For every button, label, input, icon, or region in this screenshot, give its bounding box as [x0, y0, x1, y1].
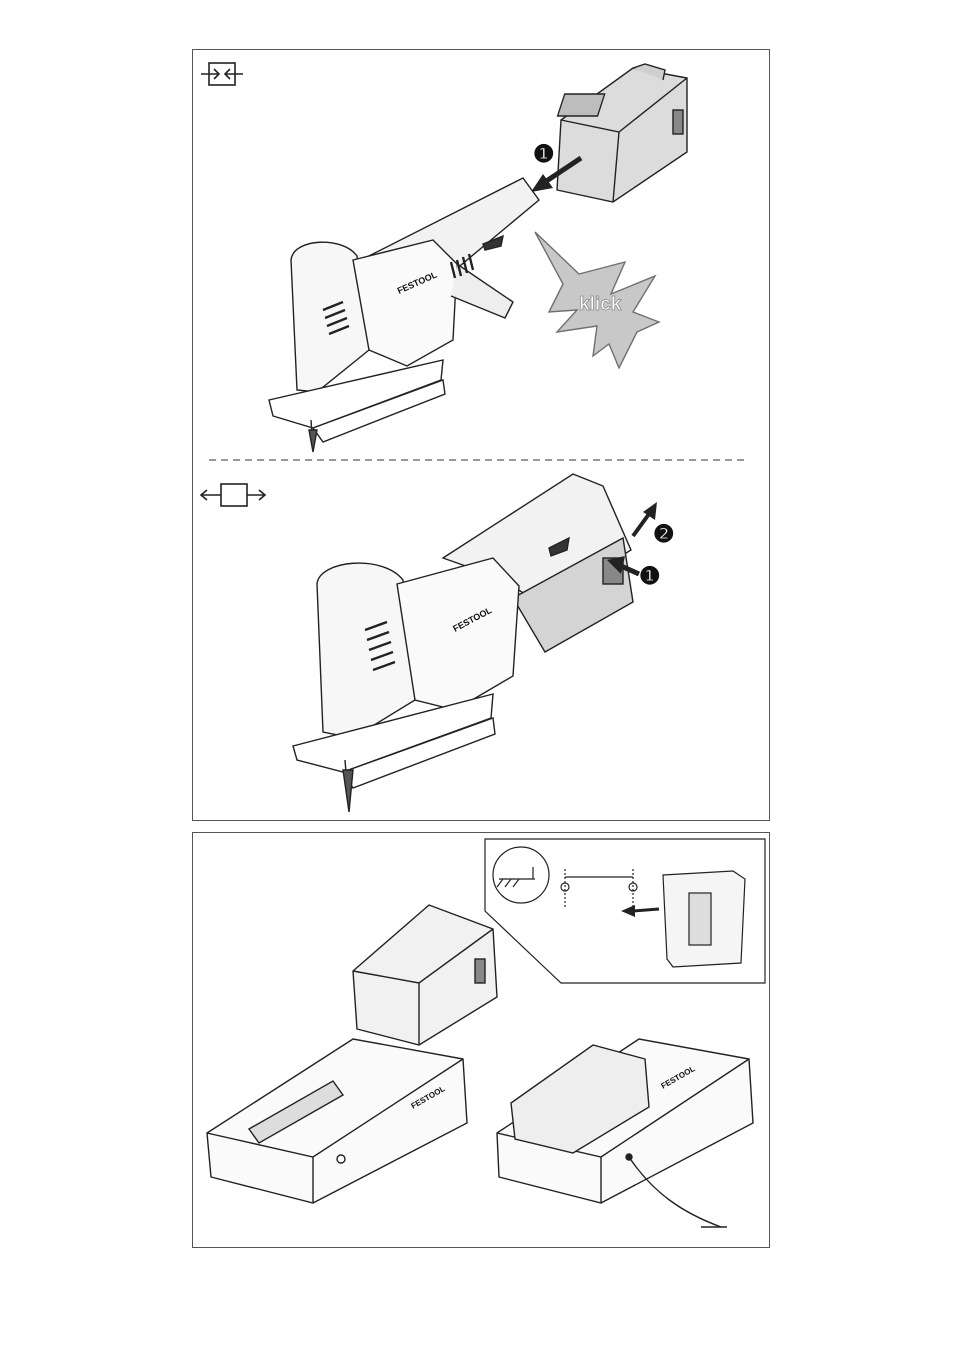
charger-with-battery: [497, 1039, 753, 1227]
insert-arrows-icon: [201, 63, 243, 85]
charger-illustration: FESTOOL FESTOOL: [193, 833, 771, 1249]
remove-arrows-icon: [201, 484, 265, 506]
battery-pack-top: [557, 64, 687, 202]
step-1-release-marker: ❶: [639, 563, 661, 590]
figure-panel-battery-jigsaw: ❶ FESTOOL: [192, 49, 770, 821]
inset-arrow: [621, 905, 659, 917]
battery-pack-charger: [353, 905, 497, 1045]
jigsaw-illustration: ❶ FESTOOL: [193, 50, 771, 822]
step-1-insert-marker: ❶: [533, 141, 555, 168]
jigsaw-top: [269, 178, 539, 452]
jigsaw-with-battery: [293, 474, 633, 812]
click-text: klick: [579, 294, 622, 315]
charger-empty: [207, 1039, 467, 1203]
step-2-pull-marker: ❷: [653, 521, 675, 548]
figure-panel-charger: FESTOOL FESTOOL: [192, 832, 770, 1248]
